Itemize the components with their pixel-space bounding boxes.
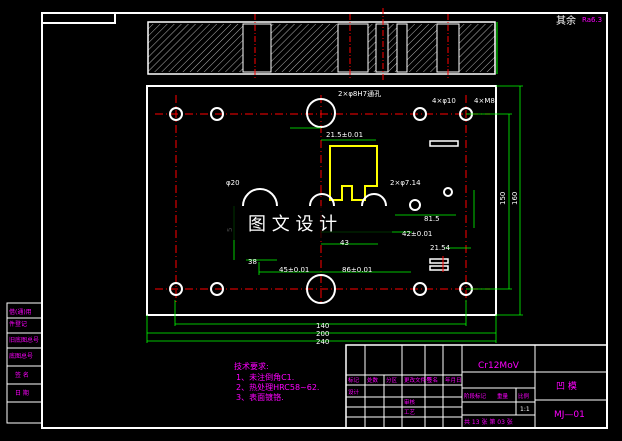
title-block: 标记 处数 分区 更改文件号 签名 年月日 设计 审核 工艺 阶段标记 重量 比…: [345, 344, 608, 429]
svg-text:200: 200: [316, 330, 329, 338]
svg-text:件登记: 件登记: [9, 320, 27, 328]
svg-text:底图总号: 底图总号: [9, 352, 33, 360]
svg-text:45±0.01: 45±0.01: [279, 266, 309, 274]
slot: [429, 140, 459, 147]
svg-text:21.54: 21.54: [430, 244, 451, 252]
svg-text:86±0.01: 86±0.01: [342, 266, 372, 274]
svg-text:分区: 分区: [386, 376, 398, 384]
corner-hole: [413, 107, 427, 121]
die-plate-outline: [146, 85, 497, 316]
dimension-labels: 2×φ8H7通孔 21.5±0.01 φ20 2×φ7.14 81.5 42±0…: [226, 89, 519, 346]
svg-text:工艺: 工艺: [404, 409, 416, 416]
svg-text:1、未注倒角C1.: 1、未注倒角C1.: [236, 372, 294, 382]
svg-text:借(通)用: 借(通)用: [9, 308, 32, 316]
technical-notes: 技术要求: 1、未注倒角C1. 2、热处理HRC58~62. 3、表面镀铬.: [234, 361, 319, 402]
svg-text:160: 160: [511, 192, 519, 205]
svg-text:42±0.01: 42±0.01: [402, 230, 432, 238]
slot: [429, 265, 449, 271]
svg-text:标记: 标记: [348, 376, 360, 384]
corner-hole: [210, 107, 224, 121]
left-side-panel: 借(通)用 件登记 旧底图总号 底图总号 签 名 日 期: [6, 302, 43, 424]
left-arc-cavity: [242, 188, 278, 207]
corner-hole: [169, 107, 183, 121]
plan-view: [146, 85, 497, 316]
svg-text:技术要求:: 技术要求:: [234, 361, 269, 371]
svg-text:重量: 重量: [497, 392, 509, 400]
svg-text:140: 140: [316, 322, 329, 330]
outer-frame: [41, 12, 608, 429]
svg-text:阶段标记: 阶段标记: [464, 392, 487, 400]
svg-text:比例: 比例: [518, 392, 530, 400]
svg-text:4×φ10: 4×φ10: [432, 97, 456, 105]
material-text: Cr12MoV: [478, 361, 520, 371]
roughness-label: 其余: [556, 14, 576, 27]
svg-text:年月日: 年月日: [445, 376, 462, 384]
svg-text:2×φ8H7通孔: 2×φ8H7通孔: [338, 89, 381, 98]
svg-text:4×M8: 4×M8: [474, 97, 495, 105]
part-name-text: 凹 模: [556, 381, 577, 392]
guide-hole-bottom: [306, 274, 336, 304]
roughness-value: Ra6.3: [582, 16, 602, 24]
section-view: [147, 8, 498, 80]
svg-text:2、热处理HRC58~62.: 2、热处理HRC58~62.: [236, 382, 319, 392]
scale-text: 1:1: [520, 406, 530, 413]
code-box: [41, 12, 116, 24]
slot: [429, 258, 449, 264]
sheet-info-text: 共 13 张 第 03 张: [464, 418, 513, 426]
corner-hole: [210, 282, 224, 296]
svg-text:旧底图总号: 旧底图总号: [9, 336, 39, 344]
svg-text:日 期: 日 期: [15, 389, 29, 397]
svg-text:签名: 签名: [427, 376, 438, 384]
drawing-number-text: MJ—01: [554, 410, 585, 420]
svg-text:43: 43: [340, 239, 349, 247]
svg-text:签 名: 签 名: [15, 371, 29, 379]
svg-text:81.5: 81.5: [424, 215, 440, 223]
svg-text:更改文件号: 更改文件号: [404, 376, 432, 384]
svg-text:审核: 审核: [404, 398, 416, 406]
svg-text:处数: 处数: [367, 376, 379, 384]
svg-text:3、表面镀铬.: 3、表面镀铬.: [236, 392, 284, 402]
guide-hole-top: [306, 98, 336, 128]
svg-text:2×φ7.14: 2×φ7.14: [390, 179, 421, 187]
corner-hole: [169, 282, 183, 296]
corner-hole: [413, 282, 427, 296]
svg-text:150: 150: [499, 192, 507, 205]
watermark-text: 图 文 设 计: [248, 214, 337, 235]
svg-text:设计: 设计: [348, 388, 360, 396]
svg-text:38: 38: [248, 258, 257, 266]
cavity-outline: [329, 145, 378, 201]
svg-text:φ20: φ20: [226, 179, 240, 187]
svg-text:240: 240: [316, 338, 329, 346]
dimensions: [146, 85, 523, 343]
svg-text:21.5±0.01: 21.5±0.01: [326, 131, 363, 139]
